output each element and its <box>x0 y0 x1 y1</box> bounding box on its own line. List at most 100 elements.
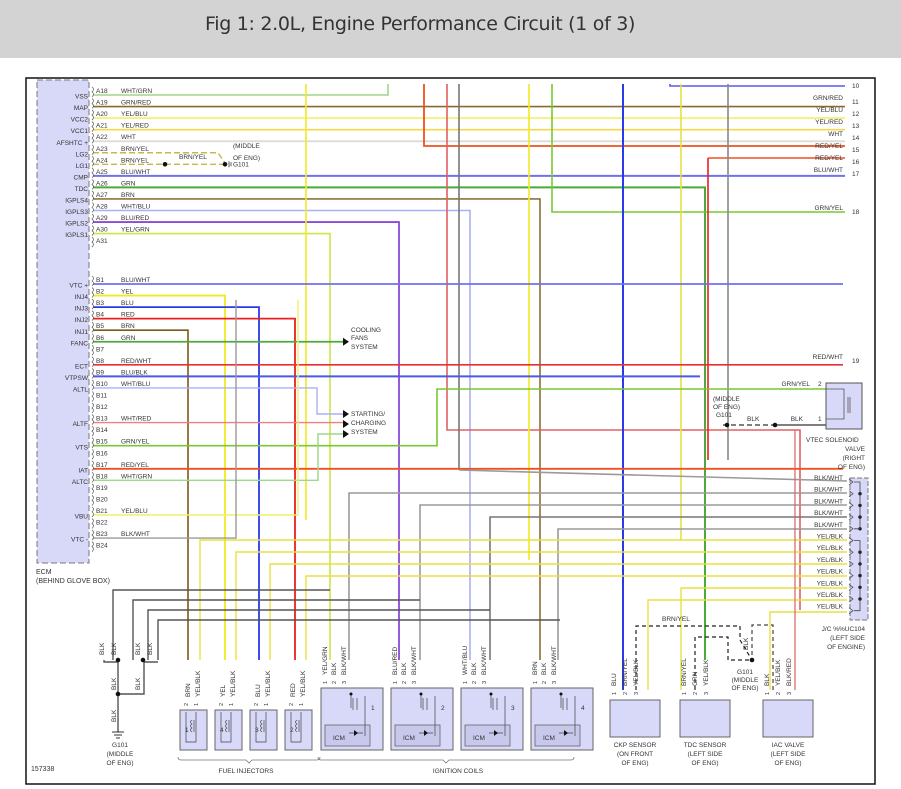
title-bar: Fig 1: 2.0L, Engine Performance Circuit … <box>0 0 901 58</box>
signal-vts: VTS <box>75 444 88 451</box>
icm-label: ICM <box>543 735 555 742</box>
jc-wire-label: YEL/BLK <box>817 557 844 564</box>
jc-wire-label: YEL/BLK <box>817 580 844 587</box>
connector-bracket <box>91 121 94 132</box>
g101-splice-3 <box>115 691 121 697</box>
vtec-ground-label: G101 <box>716 412 732 419</box>
wire-label-A29: BLU/RED <box>121 215 149 222</box>
arrow-charging <box>343 420 349 428</box>
wire-b10 <box>93 387 343 415</box>
wire-ref-10 <box>669 84 845 87</box>
signal-inj1: INJ1 <box>75 329 89 336</box>
connector-bracket <box>91 156 94 167</box>
wire-g101-branch <box>118 661 158 695</box>
jc-bus-yelblk <box>854 540 861 612</box>
ref-13: 13 <box>852 123 860 130</box>
injector-pin: 1 <box>264 703 270 706</box>
injector-number: 1 <box>185 727 189 734</box>
wire-g101-coil2 <box>132 599 420 660</box>
ref-wire-label-17: BLU/WHT <box>814 167 843 174</box>
vtec-label: VTEC SOLENOID <box>806 437 859 444</box>
connector-bracket <box>91 179 94 190</box>
ecm-sublabel: (BEHIND GLOVE BOX) <box>36 578 110 585</box>
cooling-label: SYSTEM <box>351 344 378 351</box>
wire-jc-blkwht-2 <box>419 504 847 660</box>
jc-wire-label: YEL/BLK <box>817 604 844 611</box>
injector-pin: 2 <box>289 703 295 706</box>
ignition-coils-label: IGNITION COILS <box>433 768 484 775</box>
wire-a18 <box>93 84 389 96</box>
pin-A20: A20 <box>96 111 108 118</box>
jc-label: OF ENGINE) <box>827 644 865 651</box>
wire-label-B1: BLU/WHT <box>121 277 150 284</box>
connector-bracket <box>91 86 94 98</box>
pin-B13: B13 <box>96 416 108 423</box>
vtec-ground-label: (MIDDLE <box>713 396 740 403</box>
coil-terminal-dot <box>419 692 423 696</box>
charging-label: STARTING/ <box>351 411 385 418</box>
coil-wire-label: BLU/RED <box>392 647 399 675</box>
jc-terminal <box>848 607 854 615</box>
signal-lg1: LG1 <box>76 163 89 170</box>
signal-altf: ALTF <box>73 421 88 428</box>
iac-valve-wire-label: YEL/BLK <box>775 659 782 686</box>
injector-wire-label: BRN <box>185 683 192 697</box>
wire-g101-coil <box>112 589 330 660</box>
ground-label: (MIDDLE <box>233 143 260 150</box>
connector-bracket <box>91 437 94 448</box>
injector-pin: 1 <box>194 703 200 706</box>
pin-B1: B1 <box>96 277 104 284</box>
signal-igpls2: IGPLS2 <box>65 221 88 228</box>
injector-wire-label: RED <box>290 683 297 697</box>
jc-wire-label: BLK/WHT <box>814 522 843 529</box>
coil-winding-icon <box>349 694 366 736</box>
wire-label-A25: BLU/WHT <box>121 169 150 176</box>
wire-b5 <box>93 329 189 660</box>
ckp-sensor-label: OF ENG) <box>621 760 648 767</box>
vtec-label: OF ENG) <box>838 464 865 471</box>
signal-igpls3: IGPLS3 <box>65 209 88 216</box>
connector-bracket <box>91 213 94 225</box>
wire-label-A27: BRN <box>121 192 135 199</box>
jc-terminal <box>848 490 854 498</box>
vtec-wire-label: GRN/YEL <box>781 381 810 388</box>
connector-bracket <box>91 345 94 356</box>
wire-b23 <box>93 300 237 539</box>
signal-afshtc: AFSHTC + <box>56 140 88 147</box>
injector-pin: 2 <box>219 703 225 706</box>
coil-number: 3 <box>511 705 515 712</box>
pin-B5: B5 <box>96 323 104 330</box>
ref-wire-label-12: YEL/BLU <box>816 107 843 114</box>
signal-igpls4: IGPLS4 <box>65 198 88 205</box>
injector-wire-label: YEL/BLK <box>265 670 272 697</box>
pin-B18: B18 <box>96 473 108 480</box>
wire-label-A24: BRN/YEL <box>121 157 149 164</box>
signal-vcc2: VCC2 <box>71 117 89 124</box>
wire-a26 <box>93 186 706 660</box>
coil-pin: 1 <box>393 681 399 684</box>
icm-box <box>464 724 511 747</box>
injector-number: 2 <box>290 727 294 734</box>
jc-label: (LEFT SIDE <box>830 635 866 642</box>
connector-bracket <box>91 391 94 402</box>
wire-jc-blkwht-4 <box>557 528 847 660</box>
wire-b3 <box>93 306 260 660</box>
tdc-sensor-wire-label: YEL/BLK <box>703 659 710 686</box>
ground-icon <box>228 161 232 168</box>
connector-bracket <box>91 414 94 425</box>
injector-wire-label: YEL/BLK <box>195 670 202 697</box>
charging-label: SYSTEM <box>351 429 378 436</box>
fuel-injector-1 <box>179 709 208 751</box>
sensor-ground-label: (MIDDLE <box>732 677 759 684</box>
wire-label-A26: GRN <box>121 180 136 187</box>
pin-B12: B12 <box>96 404 108 411</box>
wire-label-B5: BRN <box>121 323 135 330</box>
jc-wire-label: BLK/WHT <box>814 510 843 517</box>
sensor-ground-wire-blk: BLK <box>743 637 750 650</box>
pin-B21: B21 <box>96 508 108 515</box>
jc-terminal <box>848 572 854 579</box>
pin-A18: A18 <box>96 88 108 95</box>
coil-terminal-dot <box>559 692 563 696</box>
pin-A31: A31 <box>96 238 108 245</box>
coil-number: 4 <box>581 705 585 712</box>
